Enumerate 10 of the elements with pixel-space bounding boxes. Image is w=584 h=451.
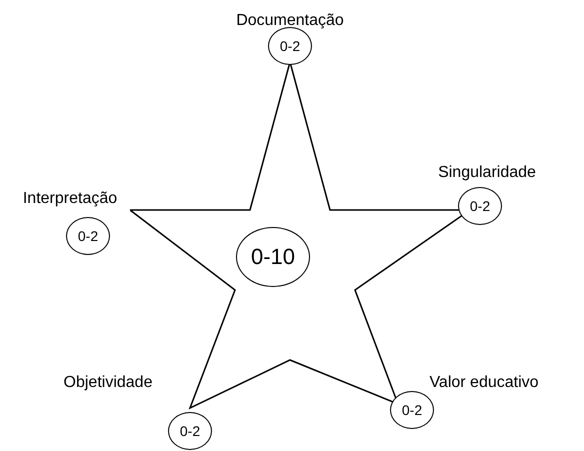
category-label: Documentação <box>236 12 344 30</box>
category-label: Valor educativo <box>429 374 539 392</box>
score-ellipse: 0-2 <box>390 391 434 429</box>
score-ellipse: 0-2 <box>458 187 502 225</box>
category-label: Singularidade <box>438 164 536 182</box>
score-ellipse: 0-2 <box>66 217 110 255</box>
score-ellipse: 0-2 <box>268 27 312 65</box>
category-label: Objetividade <box>64 374 152 392</box>
score-ellipse: 0-2 <box>168 412 212 450</box>
category-label: Interpretação <box>22 190 118 208</box>
